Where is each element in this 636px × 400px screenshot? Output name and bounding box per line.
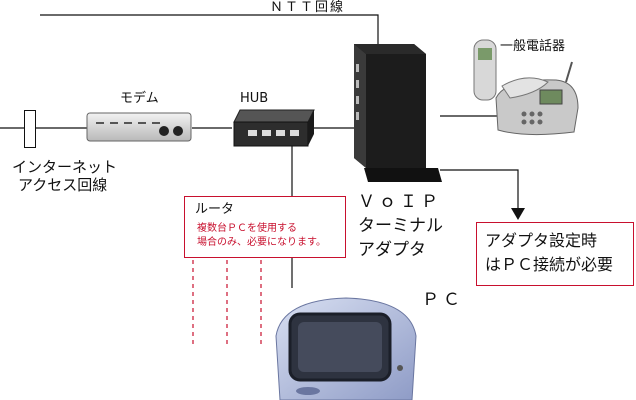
ntt-line — [40, 14, 379, 48]
internet-line-label-2: アクセス回線 — [18, 176, 108, 194]
router-note-line-2: 場合のみ、必要になります。 — [197, 237, 326, 248]
wall-jack-icon — [24, 110, 36, 148]
internet-line-label-1: インターネット — [12, 158, 118, 176]
voip-label-1: ＶｏＩＰ — [358, 192, 442, 212]
pc-note-line-2: はＰＣ接続が必要 — [485, 255, 614, 274]
pc-note-line-1: アダプタ設定時 — [485, 231, 598, 250]
router-note-title: ルータ — [195, 202, 235, 217]
pc-icon — [275, 297, 417, 400]
voip-label-2: ターミナル — [358, 216, 443, 236]
voip-adapter-icon — [354, 44, 442, 182]
arrow-line — [440, 169, 519, 210]
pc-label: ＰＣ — [422, 290, 464, 310]
ntt-line-label: ＮＴＴ回線 — [270, 0, 346, 15]
modem-icon — [86, 112, 192, 142]
modem-label: モデム — [120, 91, 159, 106]
pc-connection-note: アダプタ設定時 はＰＣ接続が必要 — [476, 222, 634, 286]
phone-label: 一般電話器 — [500, 39, 566, 54]
voip-label-3: アダプタ — [358, 240, 426, 260]
router-note-line-1: 複数台ＰＣを使用する — [197, 223, 297, 234]
phone-icon — [473, 39, 579, 136]
hub-icon — [233, 109, 315, 147]
hub-label: HUB — [240, 91, 269, 106]
arrow-head-icon — [511, 208, 525, 220]
router-note: ルータ 複数台ＰＣを使用する 場合のみ、必要になります。 — [184, 196, 346, 258]
